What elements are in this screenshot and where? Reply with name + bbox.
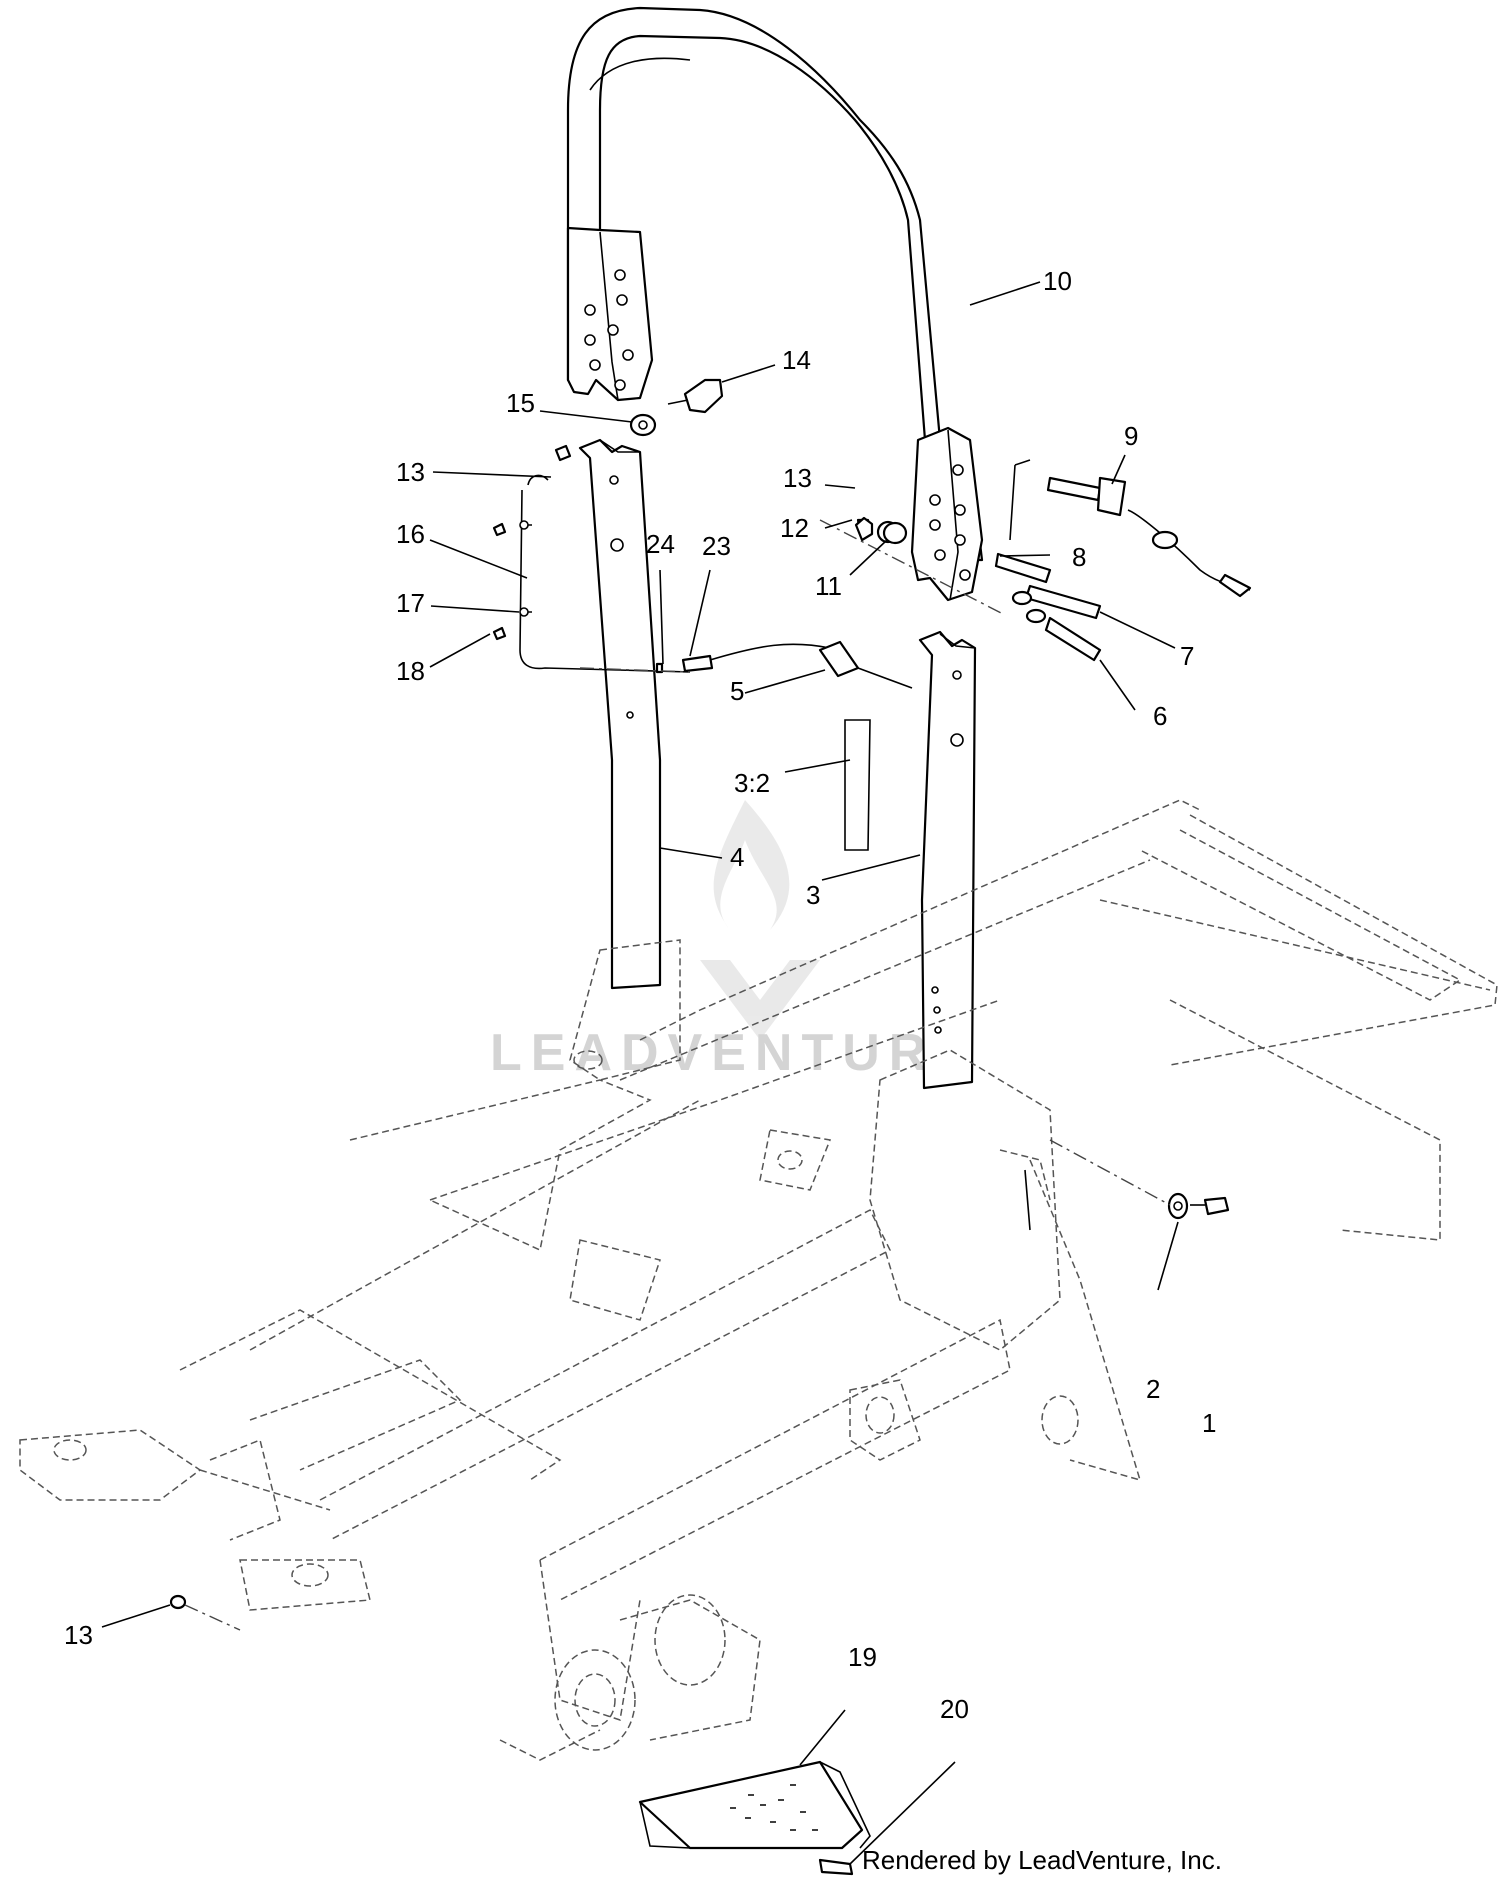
callout-6: 6 <box>1153 701 1167 731</box>
frame-bolt-1 <box>1049 1139 1230 1220</box>
callout-19: 19 <box>848 1642 877 1672</box>
main-frame <box>19 799 1498 1761</box>
callout-8: 8 <box>1072 542 1086 572</box>
bumper-14 <box>629 378 724 437</box>
callout-13-right: 13 <box>783 463 812 493</box>
callout-11: 11 <box>815 571 842 601</box>
callout-5: 5 <box>730 676 744 706</box>
callout-numbers: 1 2 3 3:2 4 5 6 7 8 9 10 11 12 13 13 13 … <box>64 266 1216 1724</box>
callout-14: 14 <box>782 345 811 375</box>
callout-24: 24 <box>646 529 675 559</box>
render-credit: Rendered by LeadVenture, Inc. <box>862 1845 1222 1875</box>
nut-13-lower <box>169 1594 187 1610</box>
foot-plate-19 <box>638 1760 871 1876</box>
callout-20: 20 <box>940 1694 969 1724</box>
callout-leaders <box>101 281 1179 1865</box>
callout-4: 4 <box>730 842 744 872</box>
callout-1: 1 <box>1202 1408 1216 1438</box>
callout-7: 7 <box>1180 641 1194 671</box>
watermark-text: LEADVENTURE <box>490 1024 979 1082</box>
hitch-pin-hardware <box>819 459 1252 662</box>
callout-16: 16 <box>396 519 425 549</box>
callout-3: 3 <box>806 880 820 910</box>
callout-17: 17 <box>396 588 425 618</box>
callout-2: 2 <box>1146 1374 1160 1404</box>
callout-18: 18 <box>396 656 425 686</box>
callout-12: 12 <box>780 513 809 543</box>
callout-13-left: 13 <box>396 457 425 487</box>
left-upright <box>578 438 662 990</box>
callout-13-lower: 13 <box>64 1620 93 1650</box>
roll-bar-upper <box>566 6 984 602</box>
right-upright <box>844 630 977 1090</box>
callout-9: 9 <box>1124 421 1138 451</box>
callout-23: 23 <box>702 531 731 561</box>
callout-15: 15 <box>506 388 535 418</box>
callout-10: 10 <box>1043 266 1072 296</box>
watermark-logo-icon <box>700 800 820 1040</box>
callout-3-2: 3:2 <box>734 768 770 798</box>
latch-cable-assembly <box>492 444 913 689</box>
